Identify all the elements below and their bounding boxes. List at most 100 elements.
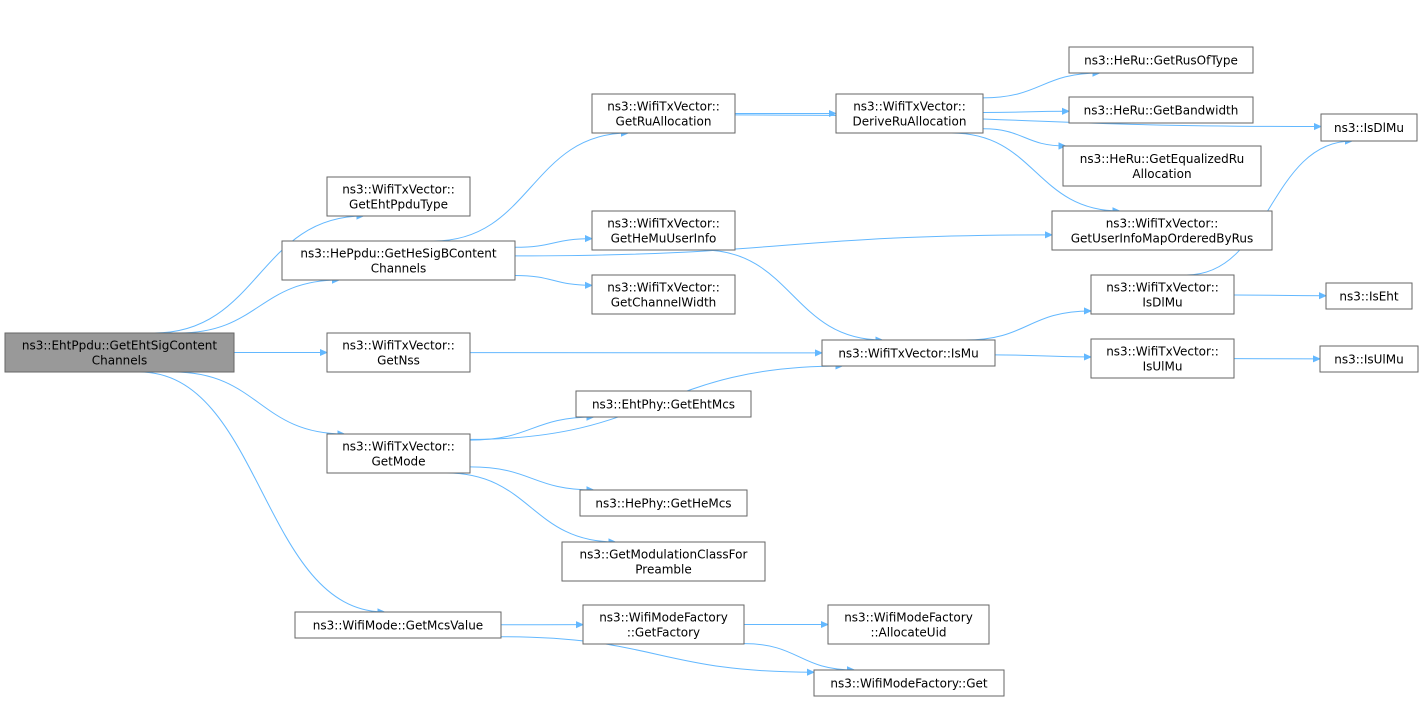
node-box [591,93,736,134]
node-label: GetNss [377,354,420,368]
node-label: Allocation [1132,167,1191,181]
edge-root-to-getEhtPpduType [154,216,363,334]
node-label: ns3::WifiTxVector:: [1106,281,1219,295]
node-box [1325,282,1413,310]
node-label: IsDlMu [1142,296,1182,310]
node-box [835,93,984,134]
node-label: ns3::HeRu::GetBandwidth [1084,104,1239,118]
node-label: ns3::WifiTxVector:: [607,100,720,114]
node-box [575,390,752,418]
node-box [582,604,745,645]
node-getChannelWidth[interactable]: ns3::WifiTxVector::GetChannelWidth [591,274,736,315]
node-box [281,240,516,281]
node-isUlMu[interactable]: ns3::IsUlMu [1319,345,1419,373]
edge-isMu-to-txIsUlMu [994,355,1091,357]
node-box [1062,145,1262,187]
node-box [591,210,736,251]
node-getMcsValue[interactable]: ns3::WifiMode::GetMcsValue [294,611,502,639]
edge-root-to-heSigB [178,280,340,334]
node-box [561,541,766,582]
edge-deriveRu-to-getBandwidth [982,111,1069,112]
node-box [294,611,502,639]
node-label: Channels [371,262,427,276]
node-getFactory[interactable]: ns3::WifiModeFactory::GetFactory [582,604,745,645]
edge-heSigB-to-getChannelWidth [514,274,592,285]
node-box [326,176,471,217]
node-label: GetHeMuUserInfo [611,232,717,246]
node-isMu[interactable]: ns3::WifiTxVector::IsMu [821,339,996,367]
node-getHeMcs[interactable]: ns3::HePhy::GetHeMcs [579,489,748,517]
edge-getHeMuUserInfo-to-isMu [702,249,883,340]
node-getNss[interactable]: ns3::WifiTxVector::GetNss [326,332,471,373]
node-label: GetMode [371,455,425,469]
edge-txIsDlMu-to-isEht [1233,295,1326,296]
node-getRuAllocation[interactable]: ns3::WifiTxVector::GetRuAllocation [591,93,736,134]
node-box [1051,210,1273,251]
node-box [821,339,996,367]
node-box [1090,274,1235,315]
node-getEhtPpduType[interactable]: ns3::WifiTxVector::GetEhtPpduType [326,176,471,217]
node-isEht[interactable]: ns3::IsEht [1325,282,1413,310]
node-label: Channels [92,354,148,368]
node-label: ns3::WifiModeFactory [599,611,728,625]
node-label: ns3::IsDlMu [1334,121,1404,135]
node-label: ns3::WifiTxVector:: [1106,345,1219,359]
edge-deriveRu-to-getEqualized [982,128,1066,146]
node-label: GetChannelWidth [611,296,717,310]
node-allocateUid[interactable]: ns3::WifiModeFactory::AllocateUid [827,604,990,645]
node-getEhtMcs[interactable]: ns3::EhtPhy::GetEhtMcs [575,390,752,418]
node-box [1068,46,1254,74]
edge-getFactory-to-factoryGet [743,643,854,670]
edge-getMode-to-getModClass [446,472,615,542]
node-label: ns3::EhtPhy::GetEhtMcs [592,398,735,412]
edge-txIsDlMu-to-isDlMu [1186,141,1353,276]
node-label: ns3::WifiMode::GetMcsValue [313,619,483,633]
edge-heSigB-to-getUserInfoMap [514,235,1052,257]
node-getUserInfoMap[interactable]: ns3::WifiTxVector::GetUserInfoMapOrdered… [1051,210,1273,251]
node-txIsUlMu[interactable]: ns3::WifiTxVector::IsUlMu [1090,338,1235,379]
node-label: ns3::WifiTxVector:: [1106,217,1219,231]
node-box [4,332,235,373]
edge-root-to-getMode [173,371,344,434]
edge-heSigB-to-getRuAllocation [433,133,629,242]
node-deriveRu[interactable]: ns3::WifiTxVector::DeriveRuAllocation [835,93,984,134]
node-getBandwidth[interactable]: ns3::HeRu::GetBandwidth [1068,96,1254,124]
node-factoryGet[interactable]: ns3::WifiModeFactory::Get [813,669,1005,697]
node-label: DeriveRuAllocation [853,115,967,129]
node-label: ns3::EhtPpdu::GetEhtSigContent [22,339,218,353]
node-label: ns3::HePhy::GetHeMcs [595,497,731,511]
node-label: ns3::GetModulationClassFor [580,548,748,562]
edge-deriveRu-to-getUserInfoMap [951,132,1120,211]
node-label: GetRuAllocation [616,115,712,129]
node-label: ns3::WifiModeFactory::Get [830,677,987,691]
node-label: ::AllocateUid [870,626,946,640]
node-box [579,489,748,517]
node-label: ns3::WifiTxVector:: [607,281,720,295]
node-box [827,604,990,645]
edge-getMode-to-getHeMcs [469,466,594,490]
node-label: GetEhtPpduType [349,198,448,212]
node-label: ns3::WifiTxVector:: [607,217,720,231]
node-label: ns3::HeRu::GetRusOfType [1084,54,1238,68]
node-txIsDlMu[interactable]: ns3::WifiTxVector::IsDlMu [1090,274,1235,315]
edge-heSigB-to-getHeMuUserInfo [514,239,592,248]
edge-getMcsValue-to-factoryGet [500,636,814,673]
node-label: ns3::HePpdu::GetHeSigBContent [300,247,497,261]
node-box [326,433,471,474]
node-box [326,332,471,373]
node-getMode[interactable]: ns3::WifiTxVector::GetMode [326,433,471,474]
node-isDlMu[interactable]: ns3::IsDlMu [1320,113,1418,142]
node-label: GetUserInfoMapOrderedByRus [1071,232,1254,246]
node-label: ns3::WifiTxVector::IsMu [838,347,978,361]
node-label: ns3::IsUlMu [1334,353,1403,367]
node-getHeMuUserInfo[interactable]: ns3::WifiTxVector::GetHeMuUserInfo [591,210,736,251]
edge-root-to-getMcsValue [139,371,384,612]
node-label: ns3::WifiTxVector:: [342,183,455,197]
edge-deriveRu-to-getRusOfType [982,73,1100,99]
node-getRusOfType[interactable]: ns3::HeRu::GetRusOfType [1068,46,1254,74]
